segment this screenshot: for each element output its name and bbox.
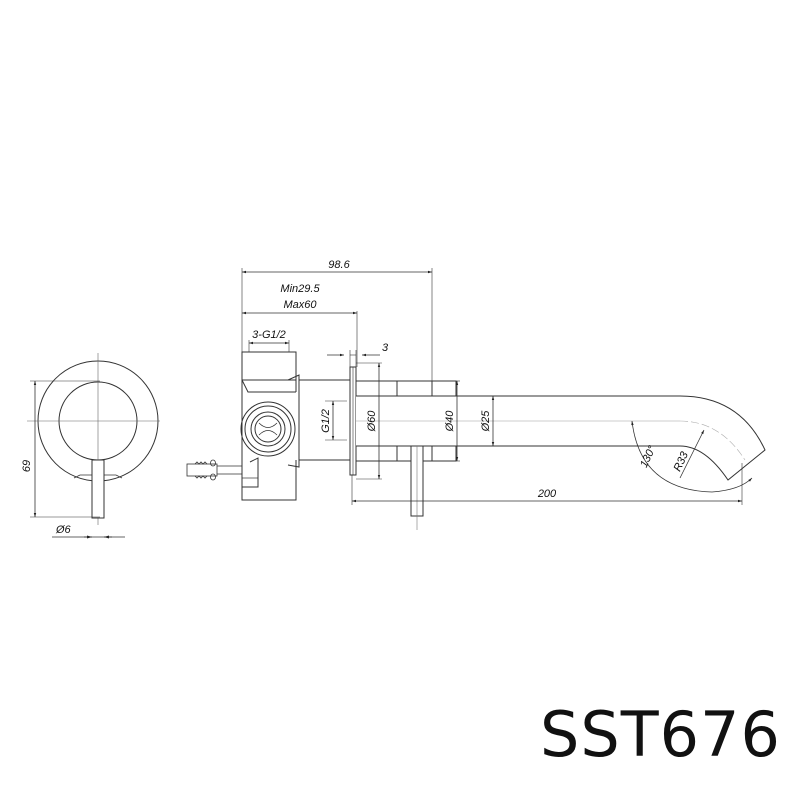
side-view <box>186 268 766 530</box>
outlet-thread-label: G1/2 <box>320 409 332 433</box>
front-height-label: 69 <box>21 460 33 472</box>
install-depth-max-label: Max60 <box>283 299 317 311</box>
inlet-thread-label: 3-G1/2 <box>252 329 286 341</box>
install-depth-min-label: Min29.5 <box>280 283 320 295</box>
overall-depth-label: 98.6 <box>328 259 350 271</box>
hose-barb-fitting <box>186 459 242 481</box>
cartridge-outer-ring <box>240 401 296 457</box>
flange-diameter-label: Ø60 <box>366 410 378 433</box>
front-view <box>27 353 160 539</box>
spout-base-diameter-label: Ø40 <box>444 410 456 433</box>
model-code: SST676 <box>540 698 781 771</box>
front-pin-diameter-label: Ø6 <box>55 524 72 536</box>
bend-angle-label: 130° <box>638 443 659 469</box>
spout-length-label: 200 <box>537 488 557 500</box>
mixer-body <box>240 351 350 501</box>
flange-thickness-label: 3 <box>382 342 389 354</box>
handle-lever <box>91 459 105 519</box>
spout-tube-diameter-label: Ø25 <box>480 410 492 433</box>
